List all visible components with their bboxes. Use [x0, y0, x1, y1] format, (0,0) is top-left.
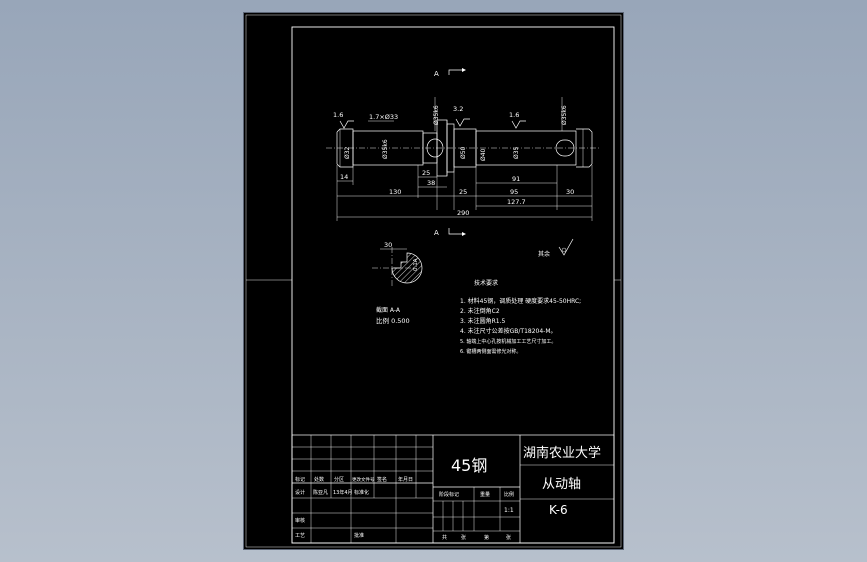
tb-sheets-total: 共	[442, 534, 447, 541]
tb-stage-mark: 阶段标记	[439, 491, 459, 498]
dim-91: 91	[512, 175, 520, 183]
dim-25b: 25	[459, 188, 467, 196]
tech-item-6: 6. 键槽两侧面需修光对称。	[460, 348, 521, 355]
dim-95: 95	[510, 188, 518, 196]
tech-item-2: 2. 未注倒角C2	[460, 307, 500, 315]
school-name: 湖南农业大学	[523, 445, 601, 461]
title-block: 45钢 湖南农业大学 从动轴 K-6 1:1 标记 处数 分区 更改文件号 签名…	[291, 434, 615, 544]
dia-label-right: Ø35k6	[561, 105, 568, 125]
outer-border	[245, 14, 622, 548]
tb-design-date: 13年4月	[333, 489, 353, 496]
roughness-value-3: 1.6	[509, 111, 519, 119]
material-text: 45钢	[451, 456, 487, 475]
tech-item-1: 1. 材料45钢，调质处理 硬度要求45-50HRC;	[460, 297, 581, 305]
tb-checker: 审核	[295, 517, 305, 524]
other-roughness-label: 其余	[538, 250, 550, 258]
tech-requirements: 技术要求 1. 材料45钢，调质处理 硬度要求45-50HRC; 2. 未注倒角…	[460, 279, 581, 355]
roughness-symbols: 1.6 3.2 1.6	[333, 105, 526, 129]
cad-drawing: A A 1.6 3.2 1.6 Ø35k6 Ø35k6 Ø35k6 Ø32 Ø5…	[245, 14, 622, 548]
tech-title: 技术要求	[474, 279, 498, 287]
roughness-value-2: 3.2	[453, 105, 463, 113]
tb-zone: 分区	[334, 476, 344, 483]
shaft-view	[326, 119, 599, 177]
tech-item-3: 3. 未注圆角R1.5	[460, 317, 506, 325]
tb-count: 处数	[314, 476, 324, 483]
tb-ratio: 比例	[504, 491, 514, 498]
section-dim-30: 30	[384, 241, 392, 249]
tb-standardize: 标准化	[354, 489, 369, 496]
dia-label-sect-2: Ø32	[344, 146, 351, 159]
tb-designer: 设计	[295, 489, 305, 496]
section-scale: 比例 0.500	[376, 316, 410, 325]
dia-label-sect-5: Ø35	[513, 146, 520, 159]
diameter-labels: Ø35k6 Ø35k6 Ø35k6 Ø32 Ø50 Ø40 Ø35 1.7×Ø3…	[344, 97, 568, 161]
dia-label-left: Ø35k6	[433, 105, 440, 125]
dimension-lines: 14 25 38 91 130 25 95 30 127.7 290	[336, 165, 593, 221]
chamfer-label: 1.7×Ø33	[369, 113, 398, 121]
dim-130: 130	[389, 188, 401, 196]
tb-signature: 签名	[377, 476, 387, 483]
tb-sheet-2: 张	[506, 534, 511, 541]
section-arrow-label-top: A	[434, 70, 439, 78]
tech-item-5: 5. 轴端上中心孔按机械加工工艺尺寸加工。	[460, 338, 556, 345]
dim-127: 127.7	[507, 198, 526, 206]
section-arrow-label-bottom: A	[434, 229, 439, 237]
section-cut-arrows: A A	[434, 68, 466, 237]
tb-approve: 批准	[354, 532, 364, 539]
section-view: 30 0.1A 截面 A-A 比例 0.500	[372, 241, 423, 325]
tb-sheet: 张	[461, 534, 466, 541]
dim-30: 30	[566, 188, 574, 196]
tb-mark: 标记	[295, 476, 305, 483]
tb-process: 工艺	[295, 533, 305, 539]
roughness-value-1: 1.6	[333, 111, 343, 119]
tb-change-doc: 更改文件号	[352, 476, 375, 483]
dia-label-sect-3: Ø50	[460, 146, 467, 159]
tb-sheet-no: 第	[484, 534, 489, 541]
tb-date: 年月日	[398, 476, 413, 483]
section-dim-depth: 0.1A	[413, 258, 419, 271]
scale-value: 1:1	[504, 507, 514, 514]
dia-label-sect-1: Ø35k6	[382, 139, 389, 159]
dim-25: 25	[422, 169, 430, 177]
dim-38: 38	[427, 179, 435, 187]
tb-weight: 重量	[480, 491, 490, 498]
tech-item-4: 4. 未注尺寸公差按GB/T18204-M。	[460, 327, 557, 335]
part-name: 从动轴	[542, 477, 581, 492]
tb-designer-name: 陈亚凡	[313, 489, 328, 496]
dim-14: 14	[340, 173, 348, 181]
other-roughness: 其余	[538, 238, 574, 258]
drawing-number: K-6	[549, 503, 568, 517]
dia-label-sect-4: Ø40	[480, 148, 487, 161]
dim-290: 290	[457, 209, 469, 217]
section-title: 截面 A-A	[376, 306, 401, 314]
drawing-sheet: A A 1.6 3.2 1.6 Ø35k6 Ø35k6 Ø35k6 Ø32 Ø5…	[244, 13, 623, 549]
